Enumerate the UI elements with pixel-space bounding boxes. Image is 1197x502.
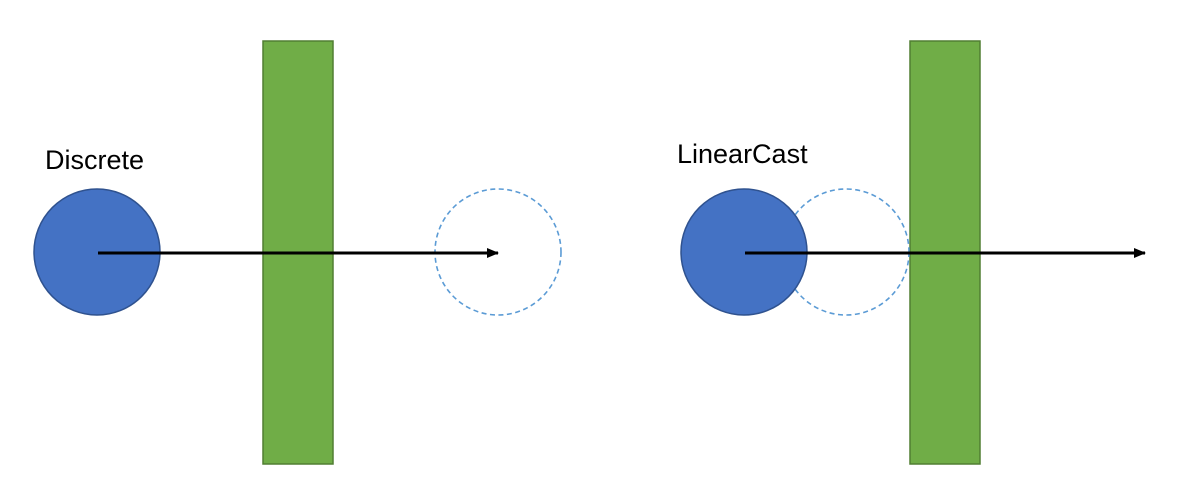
discrete-label: Discrete bbox=[45, 145, 145, 175]
linearcast-label: LinearCast bbox=[677, 139, 808, 169]
discrete-panel bbox=[33, 40, 562, 465]
linearcast-panel bbox=[680, 40, 1146, 465]
